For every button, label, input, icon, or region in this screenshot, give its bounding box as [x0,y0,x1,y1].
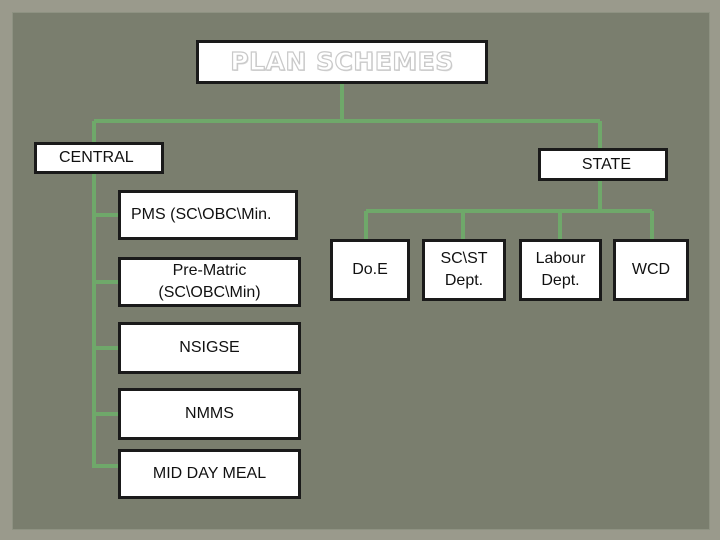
diagram-title: PLAN SCHEMES [196,40,488,84]
node-scst-dept: SC\ST Dept. [422,239,506,301]
node-nmms: NMMS [118,388,301,440]
node-wcd: WCD [613,239,689,301]
state-node: STATE [538,148,668,181]
node-nsigse: NSIGSE [118,322,301,374]
node-prematric: Pre-Matric (SC\OBC\Min) [118,257,301,307]
node-pms: PMS (SC\OBC\Min. [118,190,298,240]
node-labour-dept: Labour Dept. [519,239,602,301]
node-doe: Do.E [330,239,410,301]
central-node: CENTRAL [34,142,164,174]
node-mid-day-meal: MID DAY MEAL [118,449,301,499]
